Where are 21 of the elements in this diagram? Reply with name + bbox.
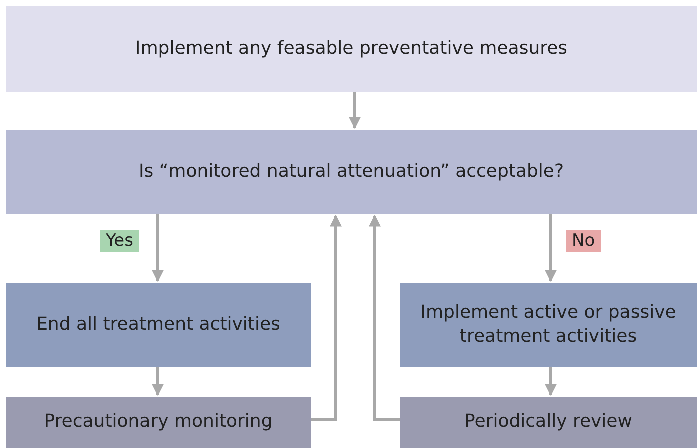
process-box — [400, 283, 697, 367]
node-text: Implement active or passive treatment activities — [420, 300, 678, 349]
process-box — [6, 6, 697, 92]
decision-box — [6, 130, 697, 214]
node-text: End all treatment activities — [36, 312, 280, 337]
arrow — [311, 214, 342, 422]
node-text: Implement any feasable preventative measures — [135, 36, 568, 61]
node-text: Periodically review — [464, 410, 632, 434]
process-box — [6, 397, 311, 448]
arrow — [152, 214, 164, 282]
arrow — [349, 92, 361, 130]
process-box — [6, 283, 311, 367]
arrow — [545, 214, 557, 282]
arrow — [545, 367, 557, 396]
node-text: Precautionary monitoring — [44, 410, 273, 434]
edge-label: No — [566, 230, 602, 252]
edge-label: Yes — [100, 230, 140, 252]
arrow — [369, 214, 400, 422]
node-text: Is “monitored natural attenuation” acceptable? — [138, 160, 564, 184]
arrow — [152, 367, 164, 396]
process-box — [400, 397, 697, 448]
